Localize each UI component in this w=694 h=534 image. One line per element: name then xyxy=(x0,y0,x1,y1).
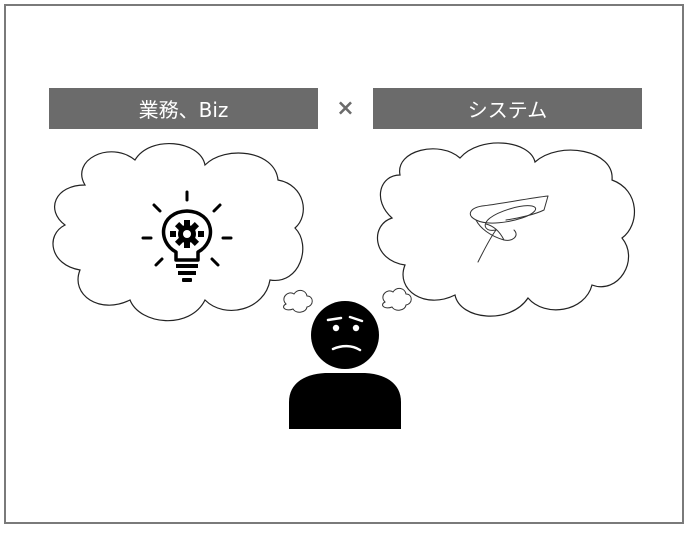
business-label: 業務、Biz xyxy=(49,88,318,129)
tangled-scribble-icon xyxy=(469,195,549,263)
system-label: システム xyxy=(373,88,642,129)
small-thought-bubble-right xyxy=(382,287,412,311)
small-thought-bubble-left xyxy=(283,289,313,313)
system-label-text: システム xyxy=(467,98,548,122)
business-label-text: 業務、Biz xyxy=(138,98,229,122)
times-symbol: × xyxy=(336,96,355,121)
lightbulb-gear-icon xyxy=(141,190,233,282)
right-thought-cloud xyxy=(376,142,635,317)
confused-person-icon xyxy=(289,301,401,429)
